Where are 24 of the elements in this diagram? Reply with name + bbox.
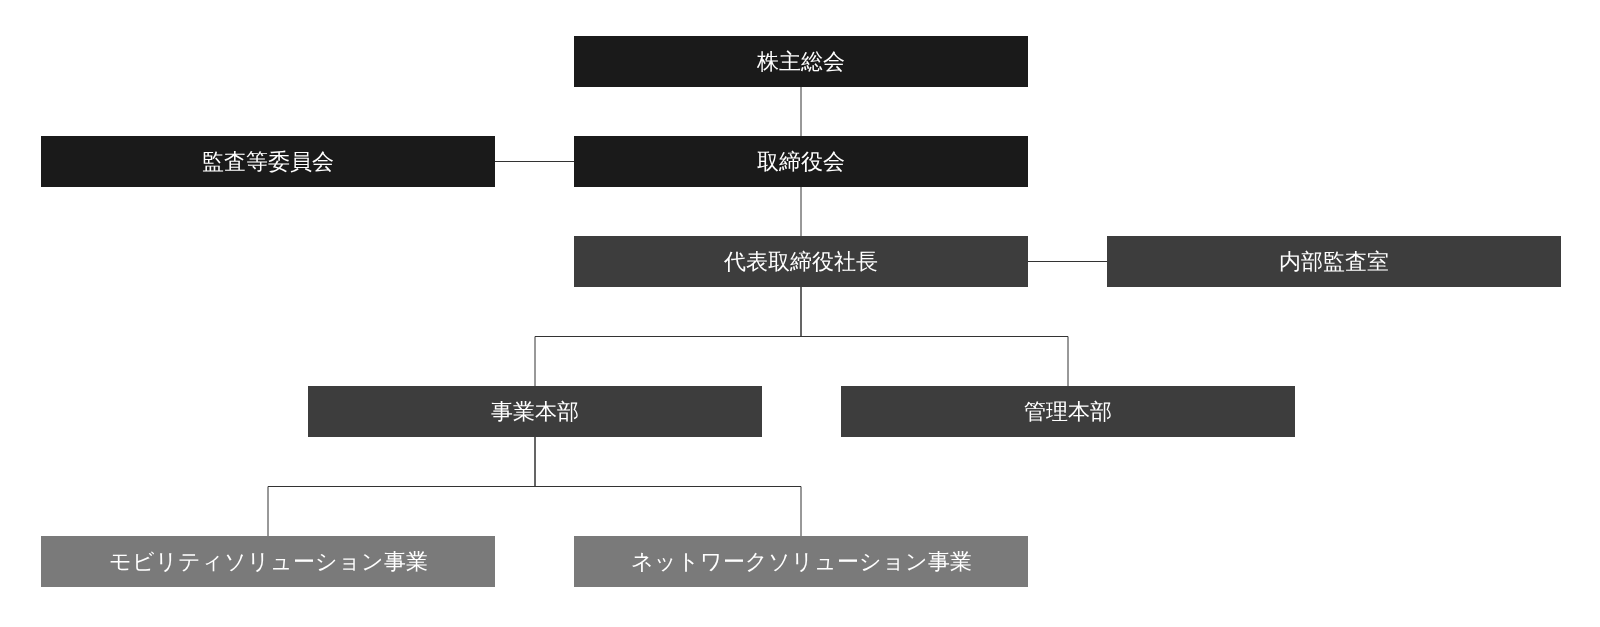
connector-line xyxy=(494,161,575,162)
org-label: 事業本部 xyxy=(491,397,579,426)
org-box xyxy=(574,236,1028,287)
org-label: ネットワークソリューション事業 xyxy=(630,547,972,576)
org-box xyxy=(1107,236,1561,287)
org-label: モビリティソリューション事業 xyxy=(108,547,428,576)
connector-line xyxy=(1027,261,1108,262)
org-box xyxy=(574,136,1028,187)
org-label: 内部監査室 xyxy=(1279,247,1389,276)
org-label: 管理本部 xyxy=(1024,397,1112,426)
org-box xyxy=(574,36,1028,87)
connector-line xyxy=(800,86,802,137)
connector-line xyxy=(534,436,802,537)
connector-line xyxy=(800,186,802,237)
org-box xyxy=(41,536,495,587)
org-box xyxy=(574,536,1028,587)
org-label: 監査等委員会 xyxy=(202,147,334,176)
org-box xyxy=(308,386,762,437)
connector-line xyxy=(800,286,1069,387)
org-label: 取締役会 xyxy=(757,147,845,176)
org-label: 代表取締役社長 xyxy=(724,247,878,276)
org-box xyxy=(41,136,495,187)
org-box xyxy=(841,386,1295,437)
org-label: 株主総会 xyxy=(757,47,845,76)
